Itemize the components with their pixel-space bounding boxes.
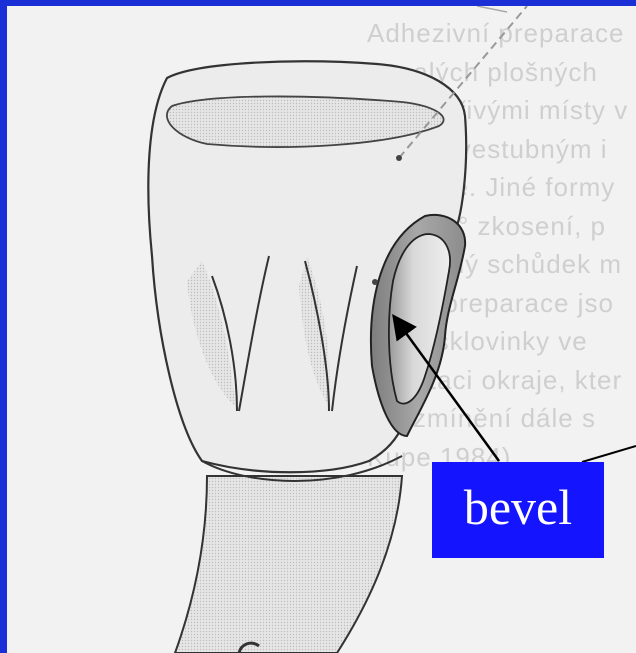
label-leader-right [582, 446, 636, 462]
dashed-leader-2 [477, 6, 507, 12]
bevel-dot [372, 279, 378, 285]
bevel-label-text: bevel [464, 482, 572, 538]
tooth-root [175, 476, 402, 653]
bevel-label: bevel [432, 462, 604, 558]
leader-dot [396, 155, 402, 161]
scanned-page: Adhezivní preparaceu malých plošnýchpods… [7, 6, 636, 653]
